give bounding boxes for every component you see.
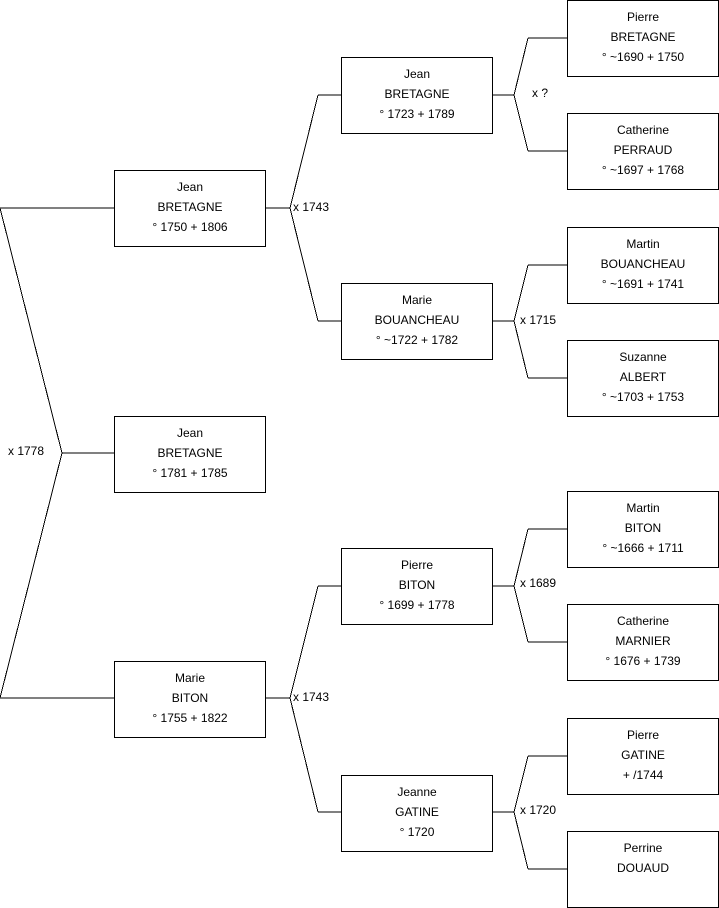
person-dates: ° ~1690 + 1750 — [601, 50, 685, 64]
person-dates: ° 1676 + 1739 — [605, 654, 681, 668]
marriage-label-main: x 1778 — [8, 444, 45, 458]
person-box-p1-mother-mother[interactable]: Suzanne ALBERT ° ~1703 + 1753 — [567, 340, 719, 417]
person-last-name: DOUAUD — [616, 861, 669, 875]
person-last-name: BRETAGNE — [610, 30, 676, 44]
marriage-label-p1-parents: x 1743 — [293, 200, 330, 214]
person-dates: ° ~1703 + 1753 — [601, 390, 685, 404]
person-last-name: BRETAGNE — [157, 446, 223, 460]
marriage-label-p2-parents: x 1743 — [293, 690, 330, 704]
person-first-name: Pierre — [400, 558, 433, 572]
person-box-p1-father[interactable]: Jean BRETAGNE ° 1723 + 1789 — [341, 57, 493, 134]
person-last-name: BOUANCHEAU — [374, 313, 460, 327]
person-first-name: Jean — [176, 426, 204, 440]
person-first-name: Catherine — [616, 123, 670, 137]
person-dates: + /1744 — [622, 768, 664, 782]
person-last-name: BITON — [398, 578, 436, 592]
person-box-p2-mother-father[interactable]: Pierre GATINE + /1744 — [567, 718, 719, 795]
person-box-p1-father-father[interactable]: Pierre BRETAGNE ° ~1690 + 1750 — [567, 0, 719, 77]
person-last-name: BITON — [624, 521, 662, 535]
person-dates: ° 1723 + 1789 — [379, 107, 455, 121]
person-first-name: Marie — [401, 293, 432, 307]
person-box-p1-mother-father[interactable]: Martin BOUANCHEAU ° ~1691 + 1741 — [567, 227, 719, 304]
person-box-p2-father-mother[interactable]: Catherine MARNIER ° 1676 + 1739 — [567, 604, 719, 681]
person-dates: ° ~1722 + 1782 — [375, 333, 459, 347]
marriage-label-p1-mother-parents: x 1715 — [520, 313, 557, 327]
person-first-name: Martin — [626, 237, 660, 251]
person-first-name: Jean — [403, 67, 431, 81]
person-last-name: GATINE — [621, 748, 665, 762]
person-box-p2-mother[interactable]: Jeanne GATINE ° 1720 — [341, 775, 493, 852]
person-dates: ° 1781 + 1785 — [152, 466, 228, 480]
person-first-name: Jeanne — [397, 785, 437, 799]
person-last-name: GATINE — [395, 805, 439, 819]
person-last-name: BRETAGNE — [384, 87, 450, 101]
person-first-name: Martin — [626, 501, 660, 515]
marriage-label-p2-mother-parents: x 1720 — [520, 803, 557, 817]
person-dates: ° 1750 + 1806 — [152, 220, 228, 234]
person-dates: ° ~1691 + 1741 — [601, 277, 685, 291]
person-dates: ° 1755 + 1822 — [152, 711, 228, 725]
person-first-name: Perrine — [623, 841, 663, 855]
person-box-p1-mother[interactable]: Marie BOUANCHEAU ° ~1722 + 1782 — [341, 283, 493, 360]
person-last-name: BITON — [171, 691, 209, 705]
person-first-name: Catherine — [616, 614, 670, 628]
person-first-name: Pierre — [626, 728, 659, 742]
person-last-name: BRETAGNE — [157, 200, 223, 214]
person-box-p2-mother-mother[interactable]: Perrine DOUAUD — [567, 831, 719, 908]
person-box-child[interactable]: Jean BRETAGNE ° 1781 + 1785 — [114, 416, 266, 493]
person-first-name: Jean — [176, 180, 204, 194]
person-box-p1-father-mother[interactable]: Catherine PERRAUD ° ~1697 + 1768 — [567, 113, 719, 190]
person-dates: ° 1720 — [399, 825, 435, 839]
marriage-label-p1-father-parents: x ? — [532, 86, 549, 100]
person-first-name: Marie — [174, 671, 205, 685]
person-box-p1[interactable]: Jean BRETAGNE ° 1750 + 1806 — [114, 170, 266, 247]
person-box-p2-father[interactable]: Pierre BITON ° 1699 + 1778 — [341, 548, 493, 625]
person-first-name: Suzanne — [619, 350, 667, 364]
person-last-name: BOUANCHEAU — [600, 257, 686, 271]
person-first-name: Pierre — [626, 10, 659, 24]
person-box-p2-father-father[interactable]: Martin BITON ° ~1666 + 1711 — [567, 491, 719, 568]
person-last-name: ALBERT — [619, 370, 667, 384]
person-dates: ° ~1666 + 1711 — [602, 541, 684, 555]
person-dates: ° 1699 + 1778 — [379, 598, 455, 612]
person-last-name: MARNIER — [615, 634, 671, 648]
person-dates: ° ~1697 + 1768 — [601, 163, 685, 177]
person-last-name: PERRAUD — [613, 143, 673, 157]
marriage-label-p2-father-parents: x 1689 — [520, 576, 557, 590]
person-box-p2[interactable]: Marie BITON ° 1755 + 1822 — [114, 661, 266, 738]
